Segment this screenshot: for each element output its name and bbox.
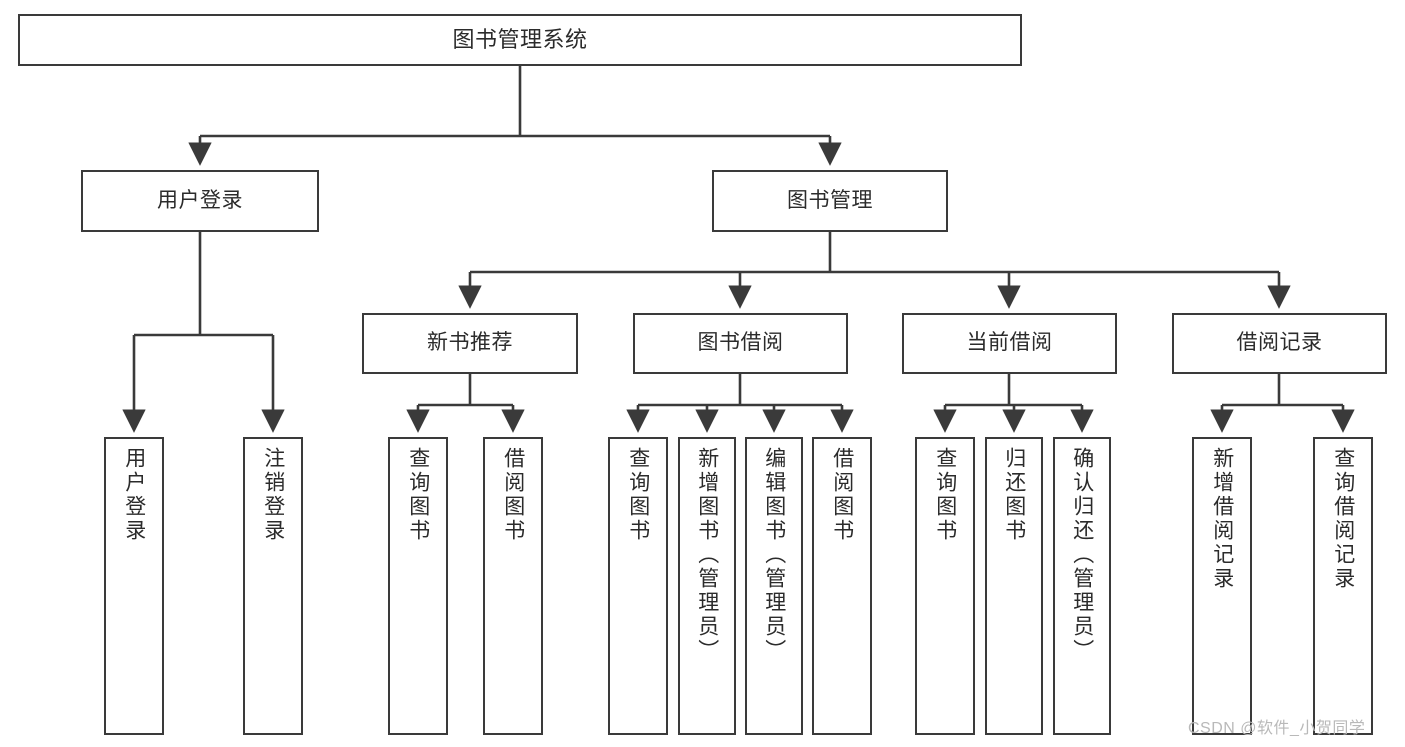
leaf-record-query-borrow-record-label: 查询借阅记录 [1331,447,1355,591]
node-book-borrow-label: 图书借阅 [697,331,784,355]
leaf-borrow-add-book-admin-label: 新增图书（管理员） [695,447,719,663]
leaf-current-query-book[interactable]: 查询图书 [915,437,975,735]
leaf-newbook-query-book-label: 查询图书 [406,447,430,543]
node-current-borrow-label: 当前借阅 [966,331,1053,355]
node-book-management-module[interactable]: 图书管理 [712,170,948,232]
node-borrow-record-label: 借阅记录 [1236,331,1323,355]
node-root-label: 图书管理系统 [452,27,588,53]
leaf-borrow-add-book-admin[interactable]: 新增图书（管理员） [678,437,736,735]
leaf-borrow-borrow-book-label: 借阅图书 [830,447,854,543]
node-user-login-module[interactable]: 用户登录 [81,170,319,232]
leaf-borrow-borrow-book[interactable]: 借阅图书 [812,437,872,735]
leaf-record-add-borrow-record[interactable]: 新增借阅记录 [1192,437,1252,735]
leaf-current-return-book[interactable]: 归还图书 [985,437,1043,735]
leaf-user-login[interactable]: 用户登录 [104,437,164,735]
leaf-current-return-book-label: 归还图书 [1002,447,1026,543]
node-user-login-module-label: 用户登录 [157,188,243,212]
leaf-record-add-borrow-record-label: 新增借阅记录 [1210,447,1234,591]
node-borrow-record[interactable]: 借阅记录 [1172,313,1387,374]
node-book-management-module-label: 图书管理 [787,188,873,212]
leaf-borrow-query-book-label: 查询图书 [626,447,650,543]
leaf-user-logout[interactable]: 注销登录 [243,437,303,735]
leaf-borrow-query-book[interactable]: 查询图书 [608,437,668,735]
node-new-book-recommend[interactable]: 新书推荐 [362,313,578,374]
node-root[interactable]: 图书管理系统 [18,14,1022,66]
node-new-book-recommend-label: 新书推荐 [427,331,513,355]
leaf-user-login-label: 用户登录 [122,447,146,543]
node-book-borrow[interactable]: 图书借阅 [633,313,848,374]
node-current-borrow[interactable]: 当前借阅 [902,313,1117,374]
leaf-current-query-book-label: 查询图书 [933,447,957,543]
csdn-watermark: CSDN @软件_小贺同学 [1188,720,1366,737]
leaf-newbook-borrow-book-label: 借阅图书 [501,447,525,543]
leaf-user-logout-label: 注销登录 [261,447,285,543]
leaf-borrow-edit-book-admin-label: 编辑图书（管理员） [762,447,786,663]
leaf-newbook-query-book[interactable]: 查询图书 [388,437,448,735]
leaf-current-confirm-return-admin[interactable]: 确认归还（管理员） [1053,437,1111,735]
leaf-newbook-borrow-book[interactable]: 借阅图书 [483,437,543,735]
leaf-record-query-borrow-record[interactable]: 查询借阅记录 [1313,437,1373,735]
leaf-current-confirm-return-admin-label: 确认归还（管理员） [1070,447,1094,663]
leaf-borrow-edit-book-admin[interactable]: 编辑图书（管理员） [745,437,803,735]
